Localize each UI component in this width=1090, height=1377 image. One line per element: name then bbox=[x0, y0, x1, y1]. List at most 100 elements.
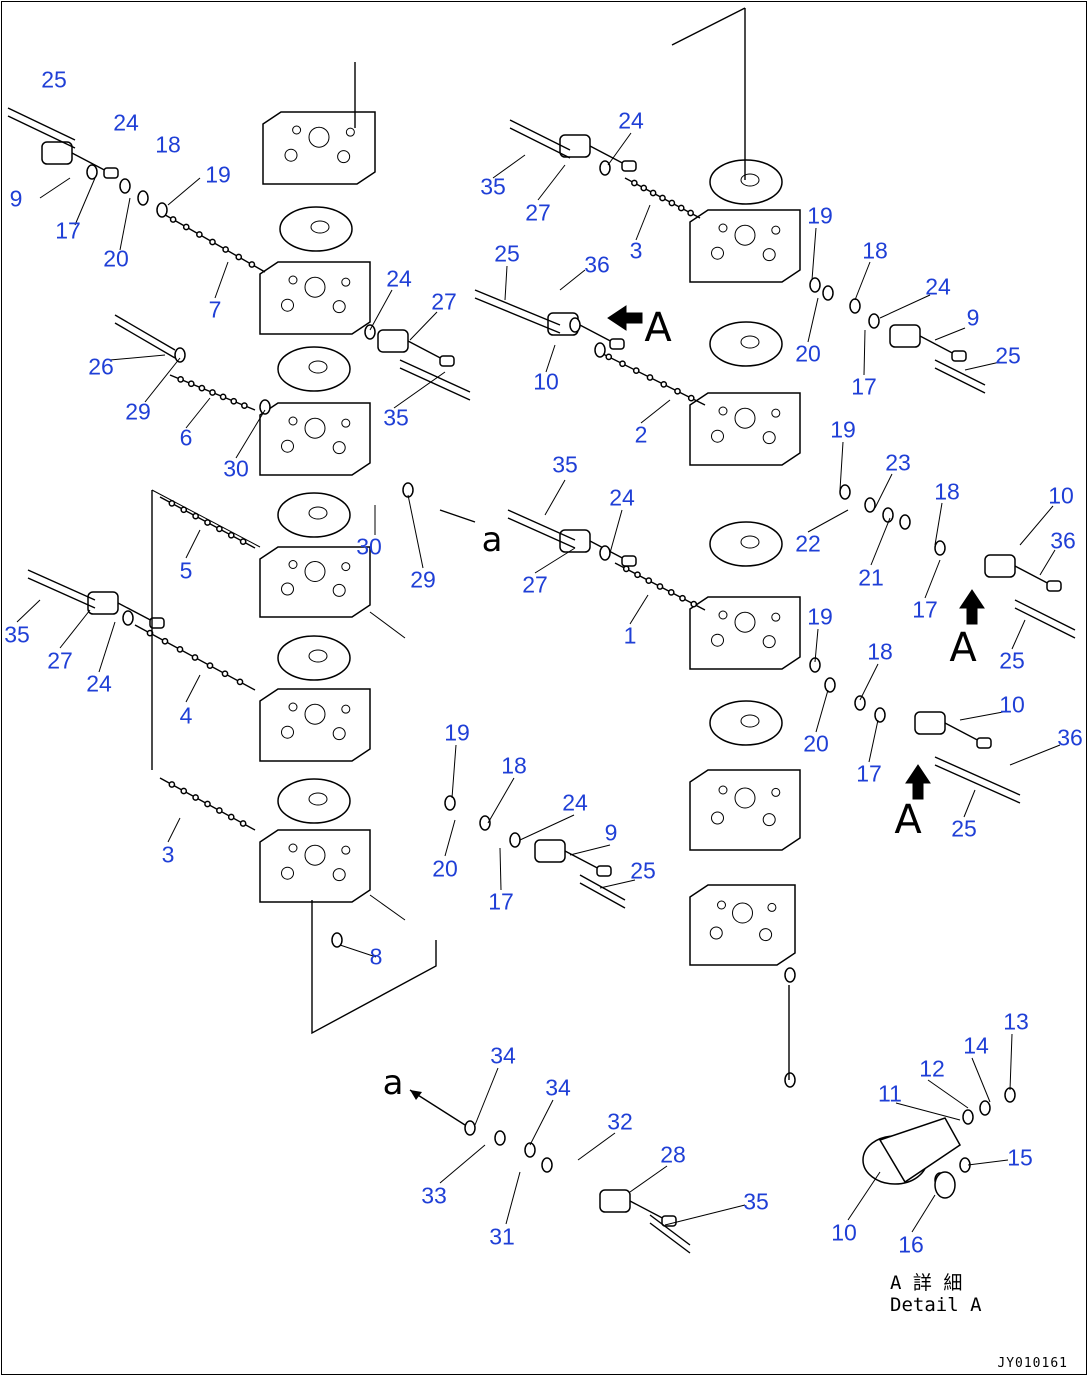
leader-line bbox=[811, 227, 817, 281]
gasket-plate bbox=[709, 700, 783, 746]
leader-line bbox=[119, 197, 131, 251]
group-line bbox=[311, 900, 437, 1035]
bolt bbox=[934, 367, 986, 394]
spool-land bbox=[168, 781, 176, 788]
gasket-plate bbox=[709, 521, 783, 567]
leader-line bbox=[927, 1079, 969, 1109]
o-ring bbox=[784, 1072, 796, 1088]
callout-number: 2 bbox=[634, 421, 648, 448]
o-ring bbox=[524, 1142, 536, 1158]
leader-line bbox=[911, 1194, 936, 1233]
view-arrow bbox=[607, 305, 643, 331]
pilot-cap bbox=[914, 711, 946, 735]
leader-line bbox=[599, 879, 636, 889]
spool-land bbox=[236, 678, 244, 686]
spool-land bbox=[687, 394, 695, 402]
callout-number: 30 bbox=[356, 533, 382, 560]
detail-caption-jp: A 詳 細 bbox=[890, 1272, 963, 1294]
o-ring bbox=[864, 497, 876, 513]
cap-bolt-head bbox=[1046, 580, 1062, 592]
callout-number: 27 bbox=[525, 199, 551, 226]
leader-line bbox=[577, 1132, 616, 1161]
callout-number: 24 bbox=[562, 789, 588, 816]
callout-number: 20 bbox=[795, 340, 821, 367]
view-a-top: A bbox=[644, 305, 672, 351]
leader-line bbox=[98, 621, 116, 673]
view-arrow bbox=[959, 589, 985, 625]
pilot-cap bbox=[559, 134, 591, 158]
o-ring bbox=[479, 815, 491, 831]
callout-number: 32 bbox=[607, 1108, 633, 1135]
o-ring bbox=[824, 677, 836, 693]
gasket-plate bbox=[277, 346, 351, 392]
leader-line bbox=[815, 689, 829, 733]
gasket-hole bbox=[740, 173, 760, 187]
spool-land bbox=[649, 189, 657, 197]
callout-number: 24 bbox=[86, 670, 112, 697]
leader-line bbox=[664, 1204, 746, 1226]
leader-line bbox=[474, 1067, 499, 1126]
valve-section bbox=[259, 402, 371, 476]
leader-line bbox=[74, 177, 96, 226]
o-ring bbox=[122, 610, 134, 626]
bolt bbox=[114, 314, 176, 351]
o-ring bbox=[331, 932, 343, 948]
leader-line bbox=[807, 509, 849, 533]
callout-number: 3 bbox=[161, 841, 175, 868]
spool-land bbox=[161, 637, 169, 645]
leader-line bbox=[519, 814, 575, 841]
bolt bbox=[474, 297, 561, 334]
spool-land bbox=[180, 787, 188, 795]
spool-land bbox=[219, 393, 227, 401]
pilot-cap bbox=[41, 141, 73, 165]
section-bore bbox=[734, 407, 756, 429]
leader-line bbox=[569, 844, 611, 856]
spool-land bbox=[182, 223, 190, 231]
callout-number: 20 bbox=[432, 855, 458, 882]
leader-line bbox=[185, 397, 211, 429]
spool-land bbox=[667, 589, 675, 596]
leader-line bbox=[185, 529, 201, 559]
spool-land bbox=[196, 231, 203, 238]
spool-land bbox=[239, 820, 247, 827]
spool-land bbox=[631, 179, 638, 187]
callout-number: 34 bbox=[490, 1042, 516, 1069]
pilot-cap bbox=[559, 529, 591, 553]
callout-number: 24 bbox=[618, 107, 644, 134]
section-port bbox=[345, 127, 355, 137]
section-port bbox=[281, 439, 294, 453]
section-bore bbox=[308, 126, 330, 148]
section-port bbox=[281, 725, 294, 739]
leader-line bbox=[854, 261, 871, 301]
pilot-cap bbox=[984, 554, 1016, 578]
leader-line bbox=[167, 817, 181, 843]
spool-land bbox=[645, 577, 653, 584]
callout-number: 27 bbox=[47, 647, 73, 674]
spool-land bbox=[632, 367, 640, 374]
section-port bbox=[711, 429, 724, 443]
o-ring bbox=[599, 545, 611, 561]
section-port bbox=[762, 635, 776, 649]
section-port bbox=[759, 928, 773, 942]
callout-number: 29 bbox=[125, 398, 151, 425]
bolt bbox=[474, 289, 561, 326]
spool-land bbox=[216, 807, 223, 814]
o-ring bbox=[882, 507, 894, 523]
o-ring bbox=[541, 1157, 553, 1173]
callout-number: 23 bbox=[885, 449, 911, 476]
spool-land bbox=[192, 794, 199, 801]
cap-bolt-head bbox=[609, 338, 625, 350]
spool-land bbox=[209, 238, 216, 246]
callout-number: 19 bbox=[830, 416, 856, 443]
callout-number: 17 bbox=[912, 596, 938, 623]
leader-line bbox=[185, 674, 201, 703]
leader-line bbox=[1011, 619, 1026, 650]
section-port bbox=[711, 811, 724, 825]
callout-number: 30 bbox=[223, 455, 249, 482]
ref-a-bottom: a bbox=[382, 1063, 404, 1103]
valve-section bbox=[689, 209, 801, 283]
section-port bbox=[718, 610, 728, 620]
o-ring bbox=[599, 160, 611, 176]
o-ring bbox=[137, 190, 149, 206]
